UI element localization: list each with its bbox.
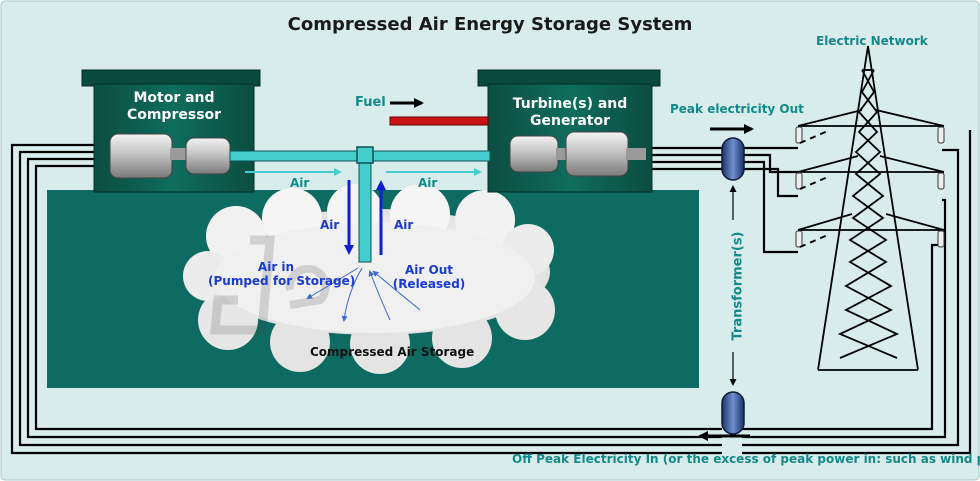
insulators [795,126,945,248]
air-label-right: Air [418,176,438,190]
top-transmission-wires [742,146,798,254]
turbine-generator-label: Turbine(s) and Generator [512,96,628,129]
bottom-transmission-wires [742,130,972,455]
air-up-label: Air [394,218,414,232]
electric-network-label: Electric Network [816,34,928,48]
fuel-pipe [389,116,489,126]
motor-compressor-icon [81,69,261,193]
peak-out-label: Peak electricity Out [670,102,804,116]
fuel-label: Fuel [355,95,386,110]
air-in-label: Air in (Pumped for Storage) [208,260,356,289]
air-pipes [229,146,491,263]
air-down-label: Air [320,218,340,232]
transformer-icon [721,137,745,435]
dashed-lines [799,129,831,248]
transformers-label: Transformer(s) [730,231,746,341]
storage-label: Compressed Air Storage [310,345,475,359]
generator-wires [650,146,722,171]
transmission-tower-icon [797,45,945,371]
watermark-logo [210,235,330,335]
motor-compressor-label: Motor and Compressor [126,90,222,123]
storage-flow-arrows [306,267,421,322]
off-peak-in-label: Off Peak Electricity In (or the excess o… [512,452,980,466]
left-wires [10,143,722,455]
turbine-generator-icon [477,69,661,193]
diagram-title: Compressed Air Energy Storage System [287,14,693,35]
air-label-left: Air [290,176,310,190]
air-out-label: Air Out (Released) [392,263,466,292]
